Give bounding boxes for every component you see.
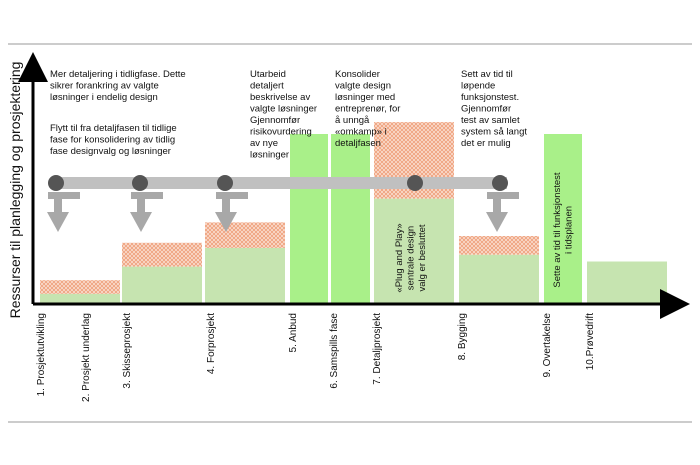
bar-green-10	[587, 261, 667, 304]
bar-hatch-4	[205, 222, 285, 248]
ann-samspill-line-5: å unngå	[335, 115, 370, 126]
bar-green-3	[122, 266, 202, 304]
ann-bottom-left-line-1: Flytt til fra detaljfasen til tidlige	[50, 123, 177, 134]
ann-func-line-1: Sette av tid til funksjonstest	[552, 172, 563, 287]
ann-anbud-line-1: Utarbeid	[250, 69, 286, 80]
timeline-node-5	[492, 175, 508, 191]
annotation-plug-and-play: «Plug and Play»sentrale designvalg er be…	[394, 223, 428, 292]
ann-overtakelse-line-2: løpende	[461, 81, 495, 92]
ann-overtakelse-line-1: Sett av tid til	[461, 69, 513, 80]
ann-samspill-line-6: «omkamp» i	[335, 127, 387, 138]
bar-green-6	[331, 134, 370, 304]
ann-samspill-line-7: detaljfasen	[335, 138, 381, 149]
ann-plug-line-3: valg er besluttet	[417, 224, 428, 291]
bar-green-1	[40, 293, 120, 304]
ann-samspill-line-1: Konsolider	[335, 69, 380, 80]
phase-label-6: 6. Samspills fase	[329, 313, 340, 389]
phase-label-10: 10.Prøvedrift	[585, 313, 596, 370]
down-arrow-4	[486, 192, 519, 232]
timeline-node-3	[217, 175, 233, 191]
ann-plug-line-1: «Plug and Play»	[394, 223, 405, 292]
phase-label-5: 5. Anbud	[288, 313, 299, 352]
timeline-bar	[53, 177, 507, 189]
ann-bottom-left-line-2: fase for konsolidering av tidlig	[50, 135, 175, 146]
bar-hatch-3	[122, 242, 202, 267]
ann-anbud-line-8: løsninger	[250, 150, 289, 161]
timeline	[47, 175, 519, 232]
ann-overtakelse-line-7: det er mulig	[461, 138, 511, 149]
ann-top-left-line-3: løsninger i endelig design	[50, 92, 158, 103]
bar-hatch-8	[459, 236, 539, 255]
ann-top-left-line-2: sikrer forankring av valgte	[50, 81, 159, 92]
phase-label-2: 2. Prosjekt underlag	[81, 313, 92, 402]
bar-green-8	[459, 254, 539, 304]
ann-anbud-line-7: av nye	[250, 138, 278, 149]
ann-anbud-line-4: valgte løsninger	[250, 104, 317, 115]
bar-green-7	[374, 198, 454, 304]
phase-label-8: 8. Bygging	[457, 313, 468, 360]
ann-overtakelse-line-5: test av samlet	[461, 115, 520, 126]
timeline-node-1	[48, 175, 64, 191]
bar-hatch-1	[40, 280, 120, 294]
annotation-funksjonstest: Sette av tid til funksjonstesti tidsplan…	[552, 172, 575, 287]
bar-green-4	[205, 247, 285, 304]
ann-overtakelse-line-3: funksjonstest.	[461, 92, 519, 103]
phase-label-9: 9. Overtakelse	[542, 313, 553, 378]
ann-samspill-line-3: løsninger med	[335, 92, 395, 103]
timeline-node-4	[407, 175, 423, 191]
down-arrow-1	[47, 192, 80, 232]
ann-anbud-line-3: beskrivelse av	[250, 92, 310, 103]
bar-green-5	[290, 134, 328, 304]
y-axis-label: Ressurser til planlegging og prosjekteri…	[7, 62, 23, 319]
phase-label-3: 3. Skisseprosjekt	[122, 313, 133, 389]
ann-anbud-line-2: detaljert	[250, 81, 284, 92]
ann-samspill-line-2: valgte design	[335, 81, 391, 92]
phase-label-1: 1. Prosjektutvikling	[36, 313, 47, 396]
ann-overtakelse-line-4: Gjennomfør	[461, 104, 511, 115]
ann-anbud-line-6: risikovurdering	[250, 127, 312, 138]
phase-label-4: 4. Forprosjekt	[206, 313, 217, 374]
ann-samspill-line-4: entreprenør, for	[335, 104, 400, 115]
ann-bottom-left-line-3: fase designvalg og løsninger	[50, 146, 171, 157]
phase-label-7: 7. Detaljprosjekt	[372, 313, 383, 385]
ann-overtakelse-line-6: system så langt	[461, 127, 527, 138]
ann-anbud-line-5: Gjennomfør	[250, 115, 300, 126]
ann-func-line-2: i tidsplanen	[564, 206, 575, 254]
timeline-node-2	[132, 175, 148, 191]
down-arrow-2	[130, 192, 163, 232]
bar-green-9	[544, 134, 582, 304]
phase-labels: 1. Prosjektutvikling 2. Prosjekt underlag…	[36, 313, 596, 402]
down-arrow-3	[215, 192, 248, 232]
ann-top-left-line-1: Mer detaljering i tidligfase. Dette	[50, 69, 186, 80]
ann-plug-line-2: sentrale design	[406, 226, 417, 290]
